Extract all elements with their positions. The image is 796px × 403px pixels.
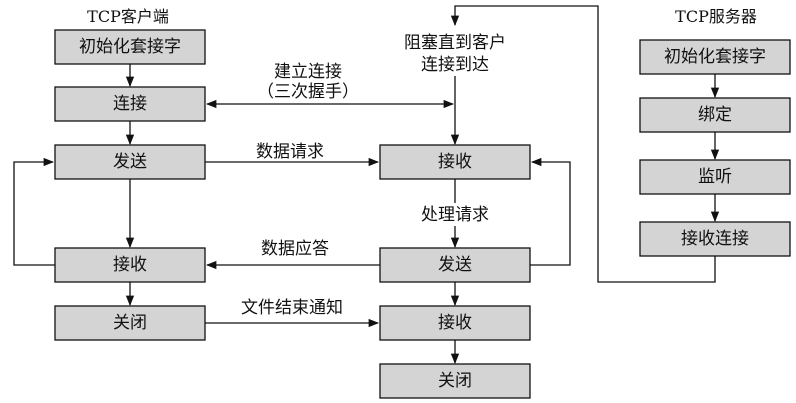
server-box-bind-label: 绑定 [698, 105, 732, 125]
server-box-send-label: 发送 [438, 255, 472, 275]
edge-label-data-reply: 数据应答 [261, 239, 329, 259]
server-box-close: 关闭 [379, 363, 531, 399]
block-label-line1: 阻塞直到客户 [404, 33, 506, 53]
server-box-accept: 接收连接 [639, 221, 791, 257]
block-label-line2: 连接到达 [421, 55, 489, 75]
arrow-client-loop [13, 157, 55, 266]
client-box-close: 关闭 [54, 305, 206, 341]
server-box-close-label: 关闭 [438, 371, 472, 391]
client-box-close-label: 关闭 [113, 313, 147, 333]
client-box-connect: 连接 [54, 86, 206, 122]
edge-label-data-request: 数据请求 [256, 142, 324, 162]
client-box-receive-label: 接收 [113, 255, 147, 275]
client-box-send: 发送 [54, 144, 206, 180]
client-box-init: 初始化套接字 [54, 29, 206, 65]
edge-label-connect-line2: （三次握手） [257, 82, 359, 102]
server-box-init: 初始化套接字 [639, 39, 791, 75]
server-box-receive-request: 接收 [379, 144, 531, 180]
client-box-send-label: 发送 [113, 152, 147, 172]
server-box-bind: 绑定 [639, 97, 791, 133]
server-box-accept-label: 接收连接 [681, 229, 749, 249]
client-box-receive: 接收 [54, 247, 206, 283]
server-box-receive-eof: 接收 [379, 305, 531, 341]
edge-label-connect-line1: 建立连接 [274, 62, 342, 82]
client-box-connect-label: 连接 [113, 94, 147, 114]
edge-label-eof-notify: 文件结束通知 [241, 298, 343, 318]
server-title: TCP服务器 [675, 7, 757, 26]
client-title: TCP客户端 [87, 7, 169, 26]
arrow-accept-to-block [450, 5, 716, 283]
server-box-receive-request-label: 接收 [438, 152, 472, 172]
client-box-init-label: 初始化套接字 [79, 37, 181, 57]
server-box-init-label: 初始化套接字 [664, 47, 766, 67]
server-box-send: 发送 [379, 247, 531, 283]
arrow-server-loop [530, 157, 571, 266]
server-box-listen: 监听 [639, 159, 791, 195]
server-box-listen-label: 监听 [698, 167, 732, 187]
server-box-receive-eof-label: 接收 [438, 313, 472, 333]
edge-label-process-request: 处理请求 [421, 205, 489, 225]
